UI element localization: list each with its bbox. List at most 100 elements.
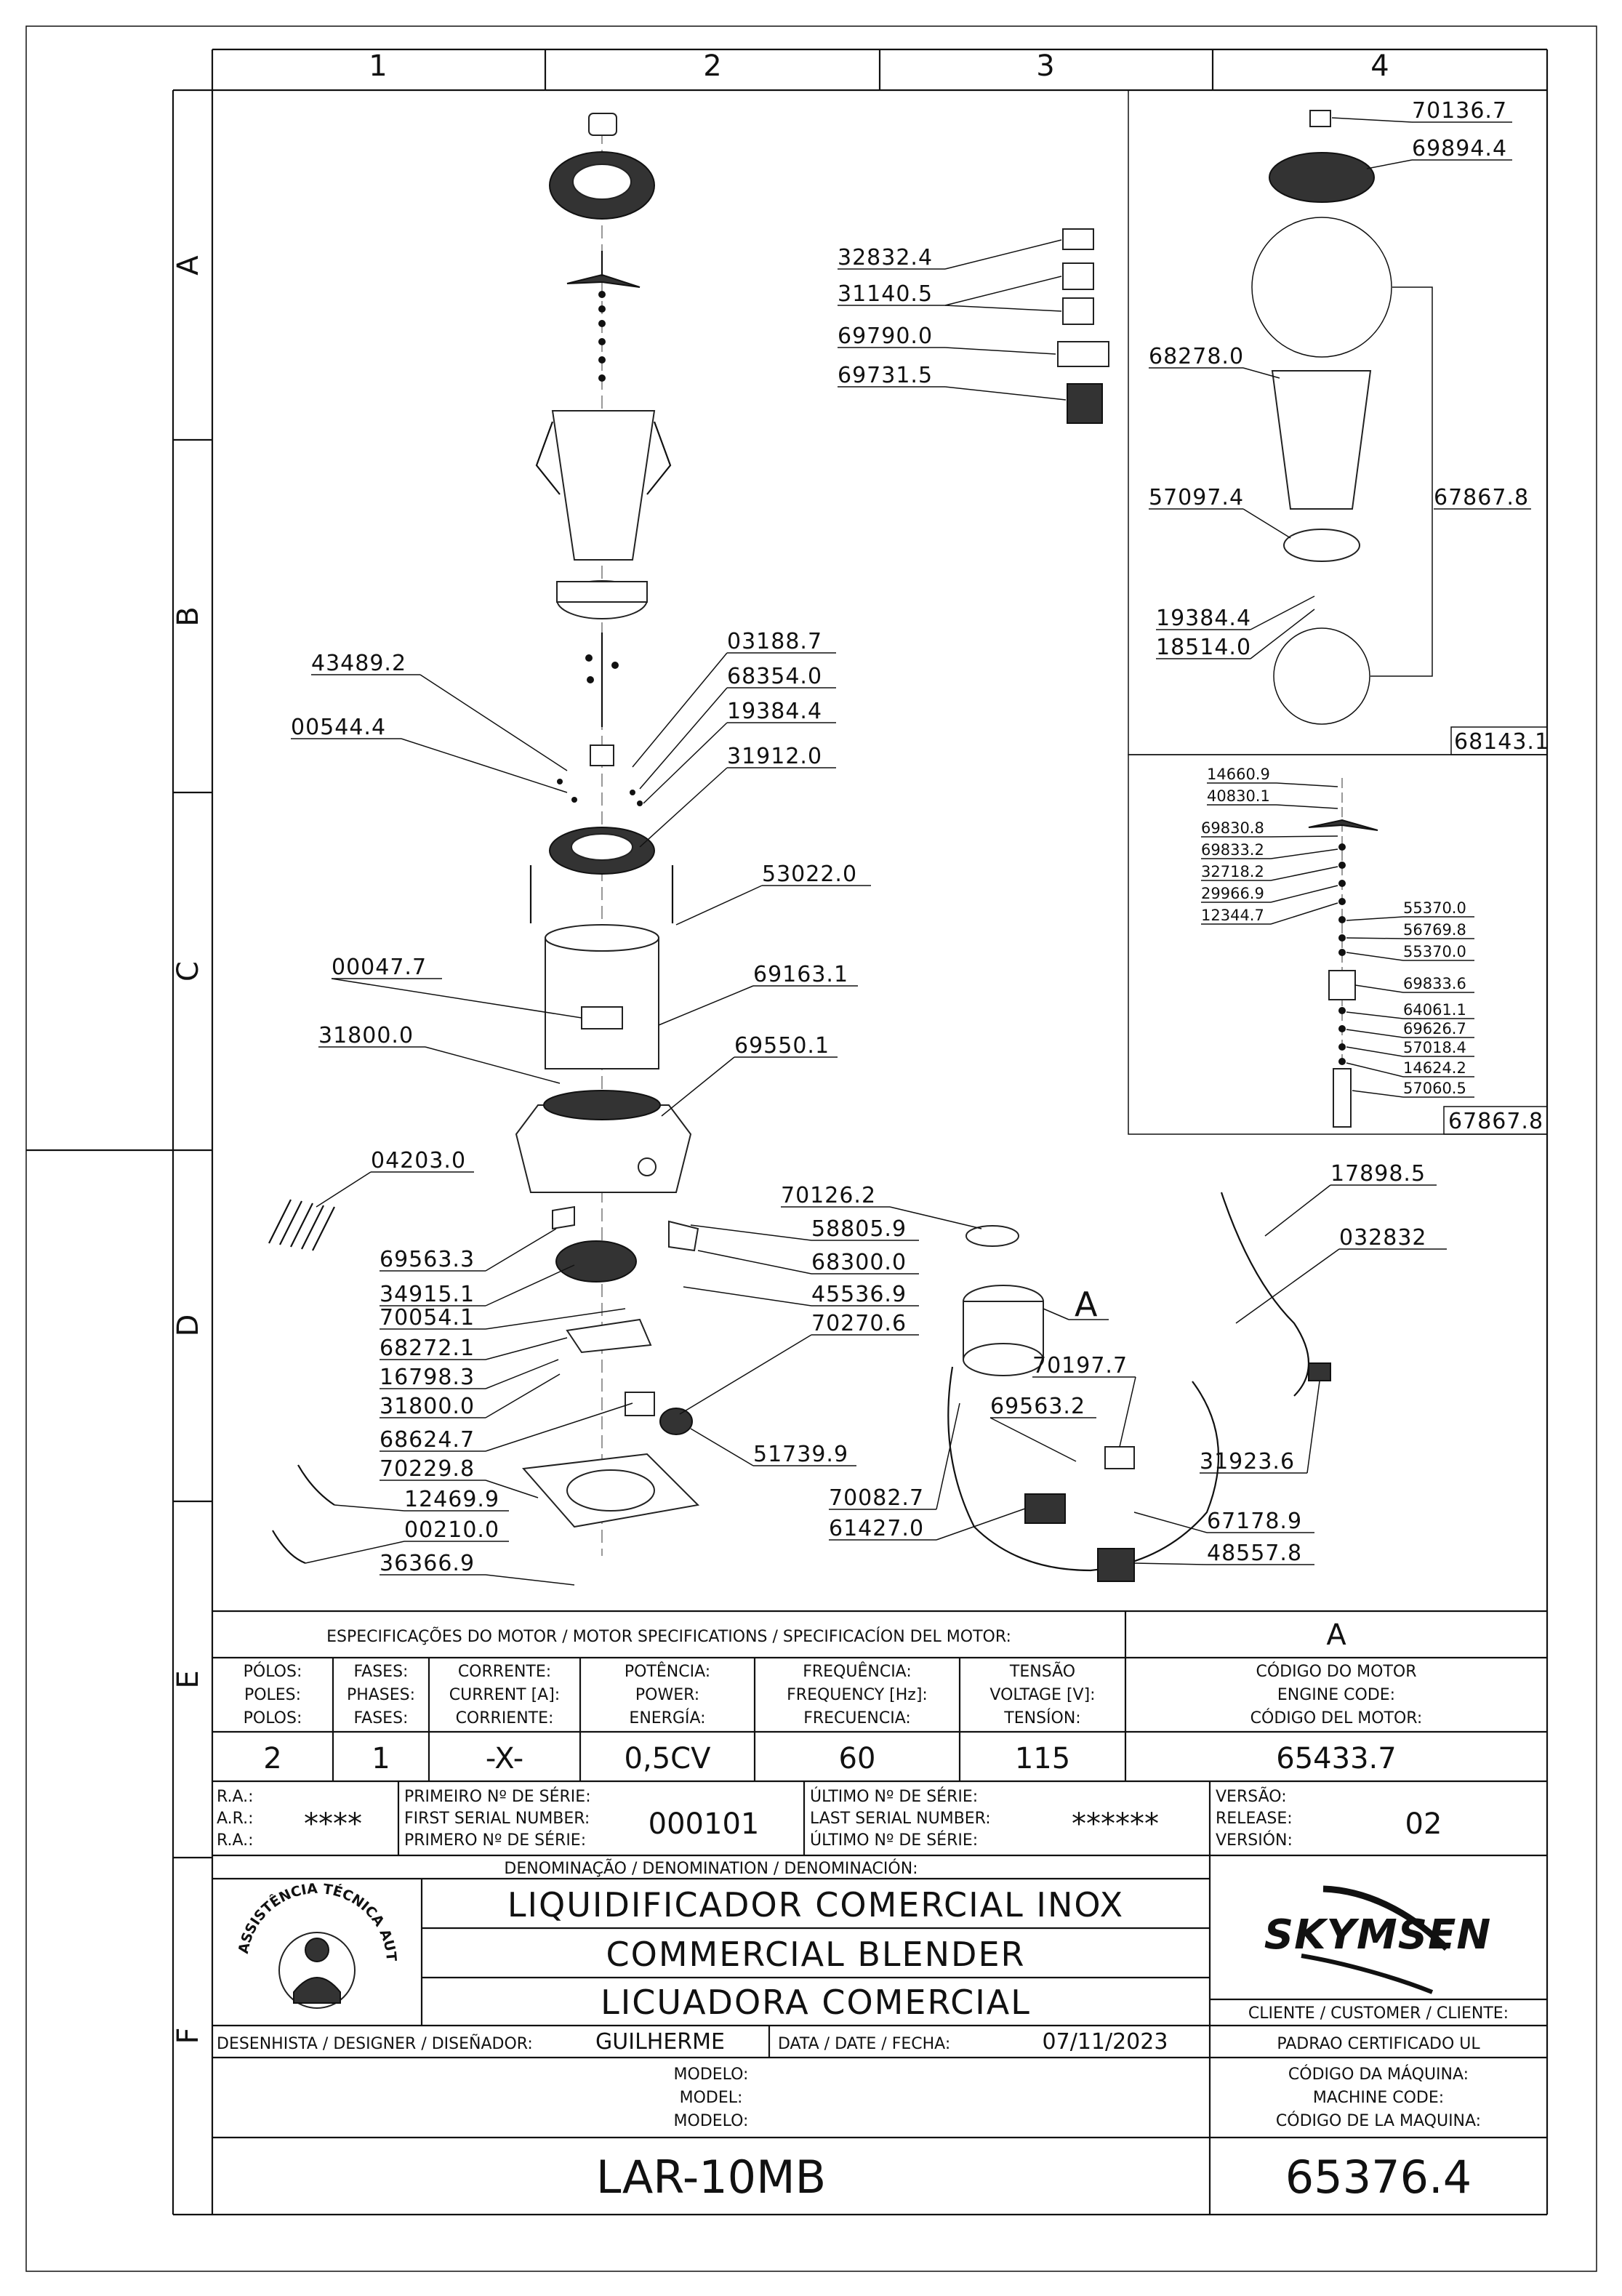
callout-label: 70270.6 (811, 1311, 907, 1336)
callout-label: 18514.0 (1156, 635, 1251, 660)
callout-label: 00047.7 (332, 955, 427, 980)
spec-label: ENERGÍA: (629, 1709, 705, 1727)
ra-label: A.R.: (217, 1810, 254, 1828)
callout: 56769.8 (1346, 921, 1474, 939)
callout-label: 16798.3 (380, 1365, 475, 1390)
row-E: E (172, 1670, 205, 1688)
first-serial-value: 000101 (649, 1807, 760, 1841)
callout-label: 31140.5 (838, 281, 933, 307)
callout: 70229.8 (380, 1456, 539, 1498)
callout-label: 36366.9 (380, 1551, 475, 1576)
callout-label: 69163.1 (753, 962, 848, 987)
callout: 70126.2 (781, 1183, 982, 1229)
spec-column-current: CORRENTE: CURRENT [A]: CORRIENTE: -X- (449, 1663, 560, 1775)
spec-label: POWER: (635, 1686, 699, 1704)
spec-label: FRECUENCIA: (803, 1709, 911, 1727)
callout: 70197.7 (1032, 1353, 1136, 1448)
callout: 16798.3 (380, 1359, 559, 1390)
callout-label: 32718.2 (1201, 863, 1264, 880)
callout: 68272.1 (380, 1336, 568, 1361)
callout: 70054.1 (380, 1305, 626, 1330)
row-F: F (172, 2027, 205, 2044)
callout-label: 00210.0 (404, 1517, 499, 1543)
callout-label: 68624.7 (380, 1427, 475, 1453)
callout: 69563.3 (380, 1228, 557, 1272)
callout: 18514.0 (1156, 609, 1315, 660)
col-1: 1 (369, 49, 387, 83)
spec-column-phases: FASES: PHASES: FASES: 1 (347, 1663, 415, 1775)
date-label: DATA / DATE / FECHA: (778, 2035, 950, 2053)
callout-label: 00544.4 (291, 715, 386, 740)
callout-label: 70082.7 (829, 1485, 924, 1511)
callout-label: 17898.5 (1330, 1161, 1426, 1187)
callout-label: 53022.0 (762, 862, 857, 887)
callout-label: 70054.1 (380, 1305, 475, 1330)
last-serial-label: LAST SERIAL NUMBER: (810, 1810, 991, 1828)
callout: 36366.9 (380, 1551, 575, 1586)
callout-label: 31800.0 (380, 1394, 475, 1419)
spec-value: 115 (1015, 1742, 1070, 1775)
callout: 34915.1 (380, 1264, 575, 1307)
callout: 29966.9 (1201, 885, 1338, 903)
callout-label: 04203.0 (371, 1148, 466, 1173)
callout: 19384.4 (643, 699, 836, 804)
callout: 45536.9 (683, 1282, 919, 1307)
callout: 00210.0 (305, 1517, 509, 1564)
spec-column-voltage: TENSÃO VOLTAGE [V]: TENSÍON: 115 (989, 1661, 1095, 1775)
spec-label: CURRENT [A]: (449, 1686, 560, 1704)
callout: 67867.8 (1434, 485, 1531, 510)
spec-label: CORRIENTE: (456, 1709, 554, 1727)
row-A: A (172, 255, 205, 276)
first-serial-label: PRIMERO Nº DE SÉRIE: (404, 1831, 586, 1850)
skymsen-logo: SKYMSEN (1264, 1885, 1490, 1994)
motor-specs-table: ESPECIFICAÇÕES DO MOTOR / MOTOR SPECIFIC… (212, 1610, 1547, 1783)
sticker-callout: 69731.5 (838, 363, 1067, 401)
callout: 69894.4 (1366, 136, 1512, 169)
callout-label: 67178.9 (1207, 1509, 1302, 1534)
spec-label: POLES: (244, 1686, 301, 1704)
callout: 31912.0 (639, 744, 836, 848)
callout-label: 69731.5 (838, 363, 933, 388)
callout: 53022.0 (675, 862, 871, 926)
callout: 00544.4 (291, 715, 568, 793)
spec-label: POTÊNCIA: (625, 1662, 710, 1681)
main-assembly (268, 113, 1331, 1582)
callout-label: 31912.0 (727, 744, 822, 769)
serial-row: R.A.: A.R.: R.A.: **** PRIMEIRO Nº DE SÉ… (212, 1781, 1547, 1857)
spec-value: -X- (486, 1742, 523, 1775)
last-serial-label: ÚLTIMO Nº DE SÉRIE: (810, 1787, 978, 1806)
detail-a-ref: 68143.1 (1454, 729, 1549, 755)
callout-label: 12344.7 (1201, 907, 1264, 924)
machine-code-label: MACHINE CODE: (1313, 2089, 1444, 2107)
spec-value: 65433.7 (1276, 1742, 1396, 1775)
callout-label: 68272.1 (380, 1336, 475, 1361)
spec-label: VOLTAGE [V]: (989, 1686, 1095, 1704)
designer-label: DESENHISTA / DESIGNER / DISEÑADOR: (217, 2034, 533, 2053)
callout: 04203.0 (316, 1148, 474, 1208)
spec-label: TENSÍON: (1003, 1709, 1080, 1727)
spec-column-engine-code: CÓDIGO DO MOTOR ENGINE CODE: CÓDIGO DEL … (1250, 1662, 1423, 1775)
machine-code-label: CÓDIGO DA MÁQUINA: (1288, 2065, 1469, 2084)
machine-code-label: CÓDIGO DE LA MAQUINA: (1276, 2111, 1481, 2130)
row-D: D (172, 1314, 205, 1337)
model-label: MODEL: (680, 2089, 743, 2107)
callout-label: 70136.7 (1412, 98, 1507, 124)
spec-label: POLOS: (244, 1709, 302, 1727)
callout: 19384.4 (1156, 595, 1315, 631)
callout: 12469.9 (334, 1487, 509, 1512)
callout-label: 19384.4 (727, 699, 822, 724)
callout: 57018.4 (1346, 1039, 1474, 1057)
detail-a: 68143.1 70136.7 69894.4 68278.0 67867.8 … (1128, 89, 1549, 755)
callout: 55370.0 (1346, 943, 1474, 961)
callout: 69163.1 (658, 962, 858, 1026)
callout-label: 69626.7 (1403, 1020, 1466, 1037)
callout-label: 29966.9 (1201, 885, 1264, 902)
callout-label: 69563.3 (380, 1247, 475, 1272)
spec-value: 1 (372, 1742, 390, 1775)
ra-label: R.A.: (217, 1831, 254, 1850)
name-es: LICUADORA COMERCIAL (601, 1983, 1031, 2022)
spec-label: PHASES: (347, 1686, 415, 1704)
callout-label: 70197.7 (1032, 1353, 1128, 1378)
client-label: CLIENTE / CUSTOMER / CLIENTE: (1248, 2004, 1509, 2023)
